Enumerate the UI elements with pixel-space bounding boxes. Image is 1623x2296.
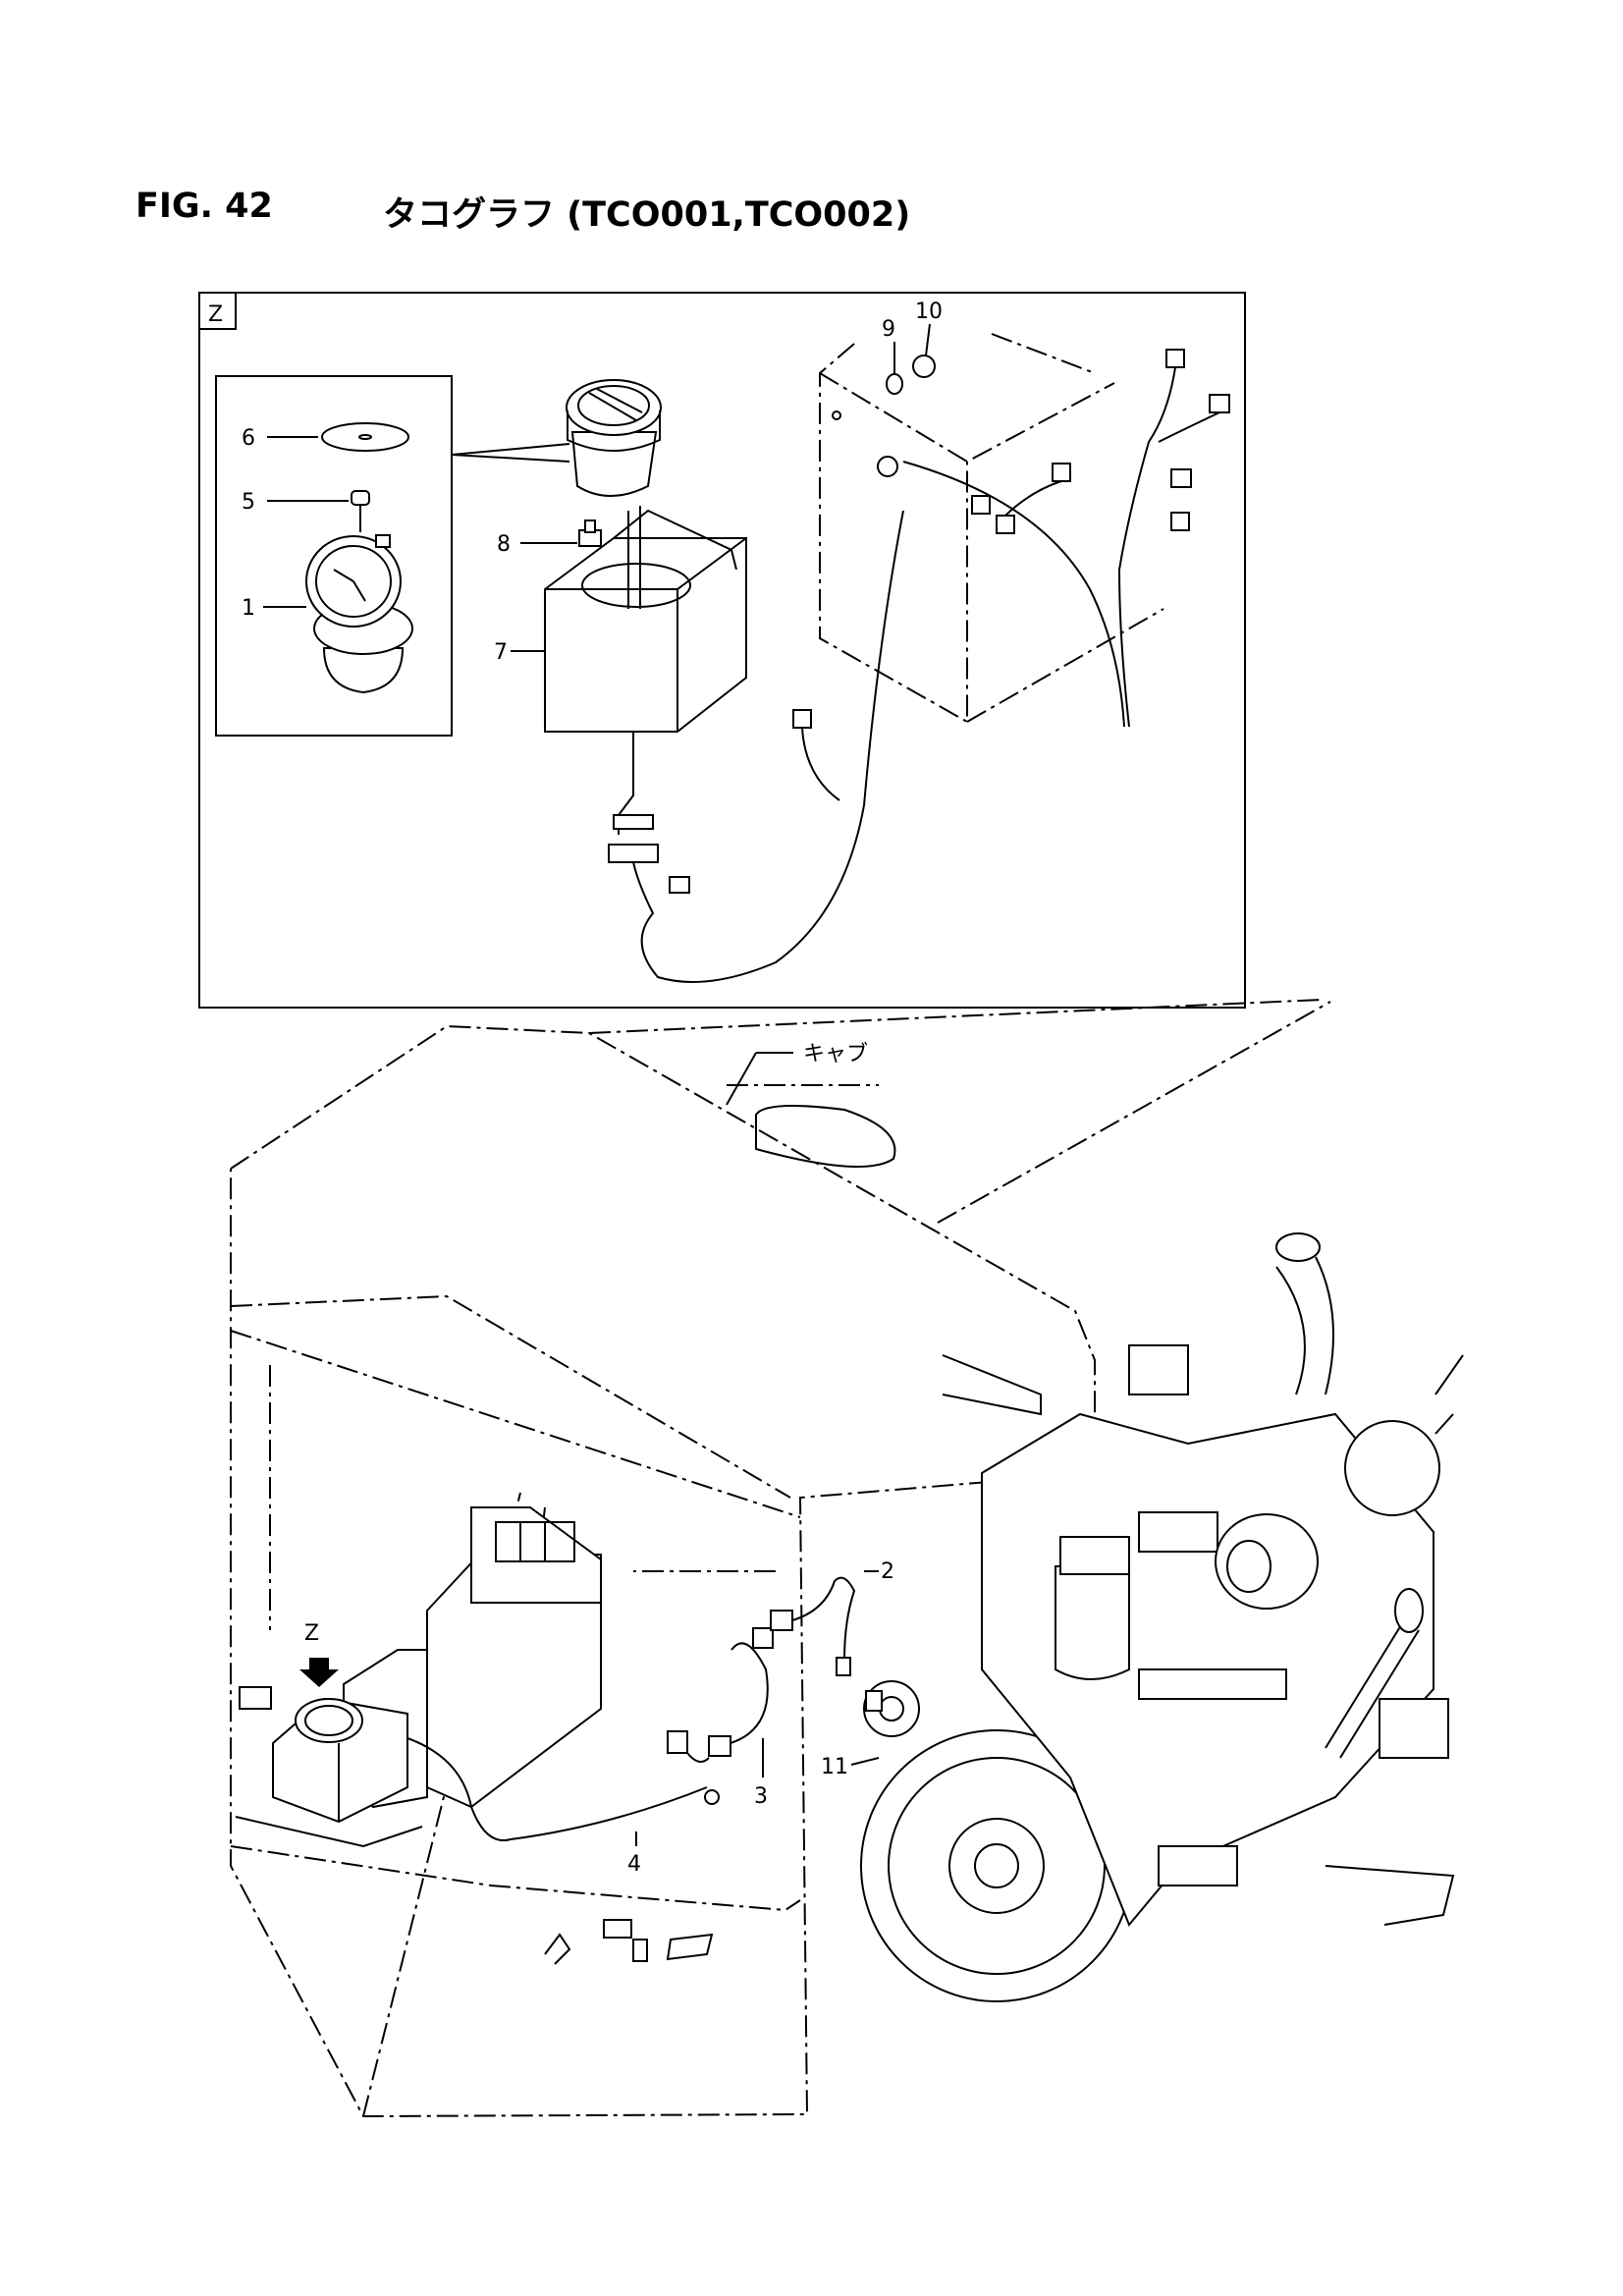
engine-block xyxy=(860,1232,1464,2002)
part-11-sensor xyxy=(863,1680,920,1737)
view-label-box xyxy=(198,292,237,330)
part-5-cap xyxy=(351,490,370,506)
harness-3 xyxy=(730,1642,769,1744)
callout-3: 3 xyxy=(754,1784,768,1809)
callout-2: 2 xyxy=(881,1559,894,1584)
callout-8: 8 xyxy=(497,532,511,557)
main-view: キャブ Z 2 xyxy=(230,999,1464,2118)
callout-10: 10 xyxy=(915,300,943,324)
part-8-bolt xyxy=(578,519,602,547)
dashboard-console xyxy=(235,1506,602,1848)
part-10-nut xyxy=(912,355,936,378)
cab-label: キャブ xyxy=(803,1042,868,1066)
figure-title: タコグラフ (TCO001,TCO002) xyxy=(383,195,911,235)
callout-9: 9 xyxy=(882,317,895,342)
inset-frame xyxy=(215,375,453,737)
callout-5: 5 xyxy=(242,490,255,515)
detail-view-z: Z 6 5 1 xyxy=(198,292,1246,1009)
cable-2 xyxy=(791,1576,856,1661)
callout-4: 4 xyxy=(627,1852,641,1877)
view-arrow-label: Z xyxy=(304,1621,319,1646)
dashboard-panel xyxy=(819,343,1115,724)
callout-11: 11 xyxy=(821,1755,848,1779)
harness-4 xyxy=(406,1737,708,1842)
callout-1: 1 xyxy=(242,596,255,621)
cab-harness xyxy=(902,349,1230,728)
lower-brackets xyxy=(544,1919,714,1965)
callout-7: 7 xyxy=(494,640,508,665)
part-1-gauge xyxy=(305,534,413,694)
callout-6: 6 xyxy=(242,426,255,451)
figure-number: FIG. 42 xyxy=(135,187,273,226)
part-6-disc xyxy=(321,422,409,452)
detail-frame xyxy=(198,292,1246,1009)
tachograph-head xyxy=(566,379,662,497)
view-arrow-z xyxy=(299,1658,339,1687)
view-label-z: Z xyxy=(208,302,223,327)
part-9-washer xyxy=(886,373,903,395)
part-7-box xyxy=(544,506,747,733)
